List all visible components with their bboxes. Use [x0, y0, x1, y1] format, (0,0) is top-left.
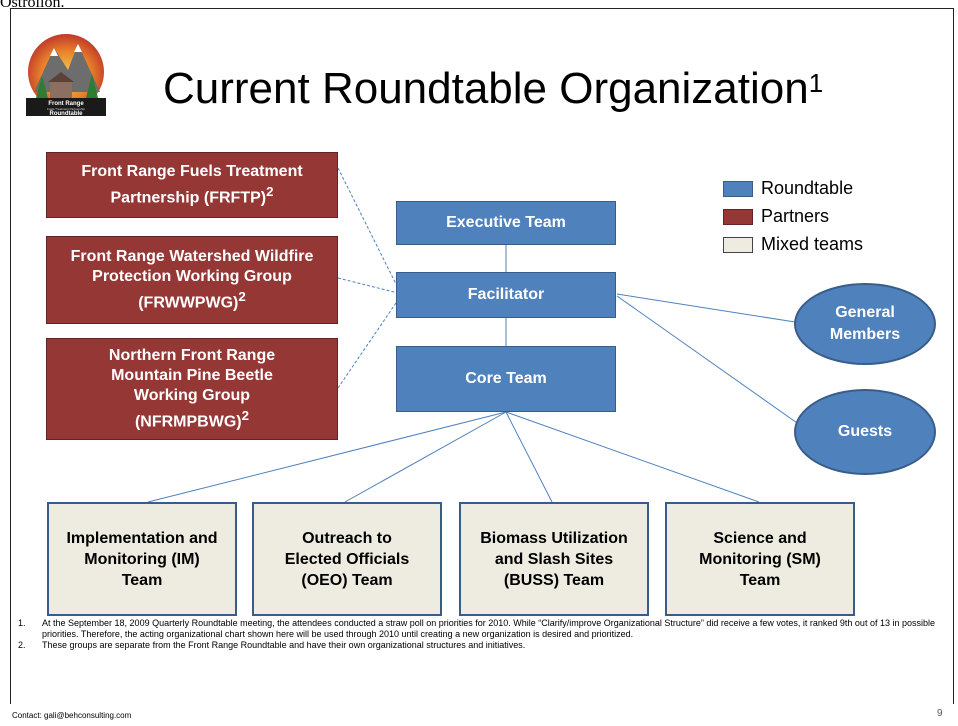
legend-swatch-roundtable — [723, 180, 753, 197]
team-box-buss: Biomass Utilization and Slash Sites (BUS… — [459, 502, 649, 616]
slide-frame — [10, 8, 954, 704]
legend-label: Partners — [761, 206, 830, 226]
logo-line-3: Roundtable — [50, 111, 84, 117]
partner-box-nfrmpbwg: Northern Front Range Mountain Pine Beetl… — [46, 338, 338, 440]
partner-footnote-marker: 2 — [238, 288, 246, 304]
team-label: Science and Monitoring (SM) Team — [699, 529, 821, 589]
footer-contact: Contact: gali@behconsulting.com — [12, 711, 132, 720]
executive-team-label: Executive Team — [446, 214, 566, 231]
connector-team-oeo — [344, 411, 507, 503]
connector-team-buss — [505, 411, 553, 503]
partner-label: Front Range Watershed Wildfire Protectio… — [70, 247, 314, 312]
footnote-text: At the September 18, 2009 Quarterly Roun… — [42, 618, 935, 639]
general-members-label: General Members — [829, 304, 901, 343]
footnotes: 1. At the September 18, 2009 Quarterly R… — [18, 618, 948, 651]
connector-team-sm — [505, 411, 760, 503]
legend-swatch-mixed — [723, 236, 753, 253]
logo-line-2: Fuels Treatment Partnership — [47, 107, 85, 111]
slide-title: Current Roundtable Organization1 — [163, 64, 823, 114]
footnote-number: 2. — [18, 640, 26, 650]
connector-team-im — [147, 411, 507, 503]
legend-label: Roundtable — [761, 178, 854, 198]
connector-nfrmpbwg — [337, 299, 399, 389]
core-team-label: Core Team — [465, 370, 547, 387]
team-box-oeo: Outreach to Elected Officials (OEO) Team — [252, 502, 442, 616]
footnote-text: These groups are separate from the Front… — [42, 640, 526, 650]
team-label: Implementation and Monitoring (IM) Team — [66, 529, 218, 589]
team-box-im: Implementation and Monitoring (IM) Team — [47, 502, 237, 616]
roundtable-logo: Front Range Fuels Treatment Partnership … — [26, 34, 106, 117]
facilitator-label: Facilitator — [467, 286, 545, 303]
connector-general — [616, 293, 796, 323]
legend-mixed: Mixed teams — [723, 234, 863, 255]
footnote-2: 2. These groups are separate from the Fr… — [18, 640, 948, 651]
legend-roundtable: Roundtable — [723, 178, 853, 199]
partner-footnote-marker: 2 — [241, 407, 250, 423]
clipped-header-text: Ostrolion. — [0, 0, 65, 11]
partner-box-frftp: Front Range Fuels Treatment Partnership … — [46, 152, 338, 218]
executive-team-box: Executive Team — [396, 201, 616, 245]
guests-label: Guests — [837, 423, 893, 440]
partner-label: Front Range Fuels Treatment Partnership … — [81, 162, 303, 207]
connector-frftp — [337, 167, 399, 289]
facilitator-box: Facilitator — [396, 272, 616, 318]
connector-frwwpwg — [337, 277, 399, 294]
team-label: Biomass Utilization and Slash Sites (BUS… — [480, 529, 628, 589]
slide-title-text: Current Roundtable Organization — [163, 64, 809, 113]
partner-label: Northern Front Range Mountain Pine Beetl… — [108, 346, 276, 431]
footnote-number: 1. — [18, 618, 26, 628]
partner-box-frwwpwg: Front Range Watershed Wildfire Protectio… — [46, 236, 338, 324]
logo-line-1: Front Range — [48, 101, 84, 107]
partner-footnote-marker: 2 — [266, 183, 274, 199]
legend-swatch-partners — [723, 208, 753, 225]
connector-guests — [616, 295, 801, 426]
title-footnote-marker: 1 — [808, 68, 824, 98]
footnote-1: 1. At the September 18, 2009 Quarterly R… — [18, 618, 948, 640]
page-number: 9 — [937, 708, 943, 719]
guests-oval: Guests — [794, 389, 936, 475]
legend-label: Mixed teams — [761, 234, 864, 254]
legend-partners: Partners — [723, 206, 829, 227]
core-team-box: Core Team — [396, 346, 616, 412]
team-label: Outreach to Elected Officials (OEO) Team — [284, 529, 410, 589]
team-box-sm: Science and Monitoring (SM) Team — [665, 502, 855, 616]
general-members-oval: General Members — [794, 283, 936, 365]
